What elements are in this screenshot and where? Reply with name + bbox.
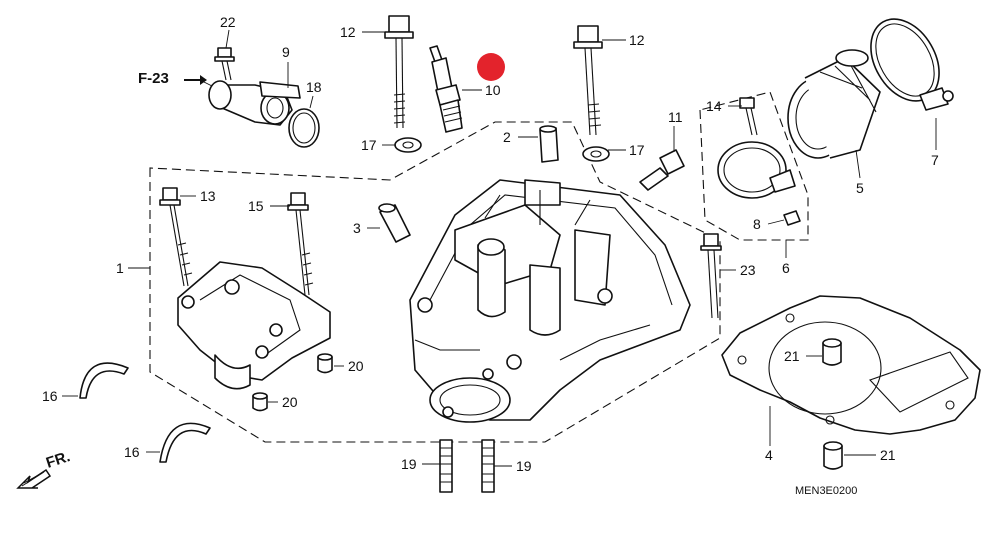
arrow-icon (184, 75, 207, 85)
callout-3: 3 (353, 220, 361, 236)
callout-22: 22 (220, 14, 236, 30)
washer-17b-part (582, 146, 610, 162)
clamp-band-part (717, 141, 796, 199)
bolt-22-part (214, 47, 235, 81)
callout-17b: 17 (629, 142, 645, 158)
spark-plug-10-part (429, 45, 463, 133)
head-bolt-12b-part (573, 25, 603, 136)
callout-12a: 12 (340, 24, 356, 40)
callout-17a: 17 (361, 137, 377, 153)
diagram-code: MEN3E0200 (795, 485, 857, 497)
semi-plug-16a-part (79, 362, 129, 399)
insulator-group-outline (699, 91, 809, 241)
callout-1: 1 (116, 260, 124, 276)
bolt-15-part (287, 192, 314, 296)
callout-9: 9 (282, 44, 290, 60)
front-label: FR. (44, 448, 72, 472)
stud-bolt-19b-part (481, 439, 495, 493)
clamp-7-part (870, 18, 954, 111)
callout-15: 15 (248, 198, 264, 214)
valve-guide-3-part (378, 203, 411, 243)
dowel-pin-21b-part (823, 441, 843, 470)
callout-12b: 12 (629, 32, 645, 48)
dowel-pin-21a-part (822, 338, 842, 366)
callout-7: 7 (931, 152, 939, 168)
camshaft-holder-part (177, 261, 331, 390)
callout-8: 8 (753, 216, 761, 232)
water-joint-9-part (208, 80, 301, 126)
dowel-pin-20b-part (252, 392, 268, 412)
bolt-14-part (739, 97, 758, 136)
reference-label: F-23 (138, 70, 169, 87)
callout-19a: 19 (401, 456, 417, 472)
cylinder-gasket-4-part (721, 295, 981, 435)
callout-21a: 21 (784, 348, 800, 364)
callout-10: 10 (485, 82, 501, 98)
valve-guide-2-part (539, 125, 559, 163)
cylinder-head-part (409, 179, 691, 423)
callout-16b: 16 (124, 444, 140, 460)
sensor-11-part (639, 149, 685, 191)
bolt-23-part (700, 233, 722, 319)
callout-4: 4 (765, 447, 773, 463)
callout-19b: 19 (516, 458, 532, 474)
bolt-13-part (159, 187, 193, 287)
front-direction-indicator: FR. (16, 448, 72, 489)
callout-20a: 20 (348, 358, 364, 374)
semi-plug-16b-part (159, 422, 211, 463)
callout-13: 13 (200, 188, 216, 204)
callout-20b: 20 (282, 394, 298, 410)
dowel-pin-20a-part (317, 353, 333, 374)
callout-11: 11 (668, 109, 683, 125)
callout-5: 5 (856, 180, 864, 196)
callout-23: 23 (740, 262, 756, 278)
callout-16a: 16 (42, 388, 58, 404)
insulator-5-part (787, 49, 881, 159)
stud-bolt-19a-part (439, 439, 453, 493)
cylinder-head-group-outline (149, 121, 721, 443)
callout-18: 18 (306, 79, 322, 95)
highlight-marker (477, 53, 505, 81)
washer-17a-part (394, 137, 422, 153)
callout-14: 14 (706, 98, 722, 114)
head-bolt-12a-part (384, 15, 414, 129)
nut-8-part (783, 210, 801, 226)
o-ring-18-part (288, 108, 320, 148)
callout-21b: 21 (880, 447, 896, 463)
callout-6: 6 (782, 260, 790, 276)
callout-2: 2 (503, 129, 511, 145)
